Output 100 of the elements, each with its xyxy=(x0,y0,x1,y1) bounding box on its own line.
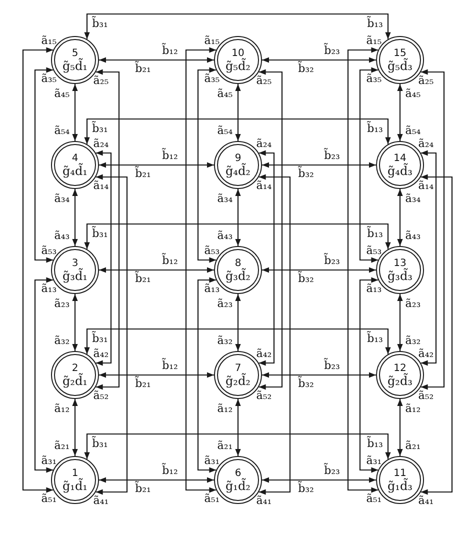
rate-label: b̃₃₂ xyxy=(297,168,315,180)
rate-label: ã₃₂ xyxy=(404,335,422,347)
double-arrow xyxy=(96,174,128,495)
double-arrow xyxy=(72,84,78,141)
double-arrow xyxy=(185,47,216,493)
double-arrow xyxy=(235,399,241,456)
rate-label: b̃₁₂ xyxy=(161,150,179,162)
rate-label: ã₃₂ xyxy=(216,335,234,347)
rate-label: b̃₁₂ xyxy=(161,465,179,477)
state-number: 15 xyxy=(394,48,406,58)
state-number: 6 xyxy=(234,468,242,478)
double-arrow xyxy=(84,433,391,460)
rate-label: b̃₂₁ xyxy=(134,483,152,495)
double-arrow xyxy=(397,399,403,456)
double-arrow xyxy=(72,189,78,246)
state-number: 10 xyxy=(232,48,244,58)
rate-label: b̃₃₁ xyxy=(91,438,109,450)
double-arrow xyxy=(258,174,291,495)
double-arrow xyxy=(84,328,391,354)
state-number: 3 xyxy=(72,258,78,268)
rate-label: b̃₃₂ xyxy=(297,63,315,75)
rate-label: ã₃₄ xyxy=(404,193,422,205)
double-arrow xyxy=(235,294,241,351)
rate-label: b̃₂₁ xyxy=(134,63,152,75)
double-arrow xyxy=(397,84,403,141)
state-label: g̃₁d̃₂ xyxy=(226,480,250,492)
double-arrow xyxy=(84,223,391,250)
state-number: 4 xyxy=(72,154,78,164)
rate-label: ã₂₃ xyxy=(404,298,422,310)
double-arrow xyxy=(262,162,376,168)
double-arrow xyxy=(397,294,403,351)
state-label: g̃₅d̃₁ xyxy=(62,60,88,72)
double-arrow xyxy=(197,67,216,263)
rate-label: b̃₂₃ xyxy=(323,255,341,267)
state-number: 5 xyxy=(72,48,78,58)
rate-label: ã₂₃ xyxy=(53,298,71,310)
double-arrow xyxy=(99,57,214,63)
double-arrow xyxy=(34,67,54,263)
rate-label: b̃₁₃ xyxy=(366,438,384,450)
rate-label: ã₅₄ xyxy=(404,125,422,137)
rate-label: ã₄₃ xyxy=(404,230,422,242)
rate-label: b̃₃₁ xyxy=(91,228,109,240)
rate-label: b̃₃₁ xyxy=(91,123,109,135)
double-arrow xyxy=(96,150,112,366)
rate-label: b̃₂₁ xyxy=(134,168,152,180)
double-arrow xyxy=(99,372,214,378)
state-number: 1 xyxy=(72,468,78,478)
double-arrow xyxy=(262,477,376,483)
rate-label: b̃₁₂ xyxy=(161,255,179,267)
state-number: 2 xyxy=(72,364,78,374)
rate-label: ã₄₅ xyxy=(53,88,71,100)
state-label: g̃₄d̃₃ xyxy=(388,164,412,176)
double-arrow xyxy=(397,189,403,246)
double-arrow xyxy=(258,150,275,366)
state-number: 12 xyxy=(394,364,406,374)
rate-label: b̃₂₁ xyxy=(134,378,152,390)
rate-label: ã₄₅ xyxy=(216,88,234,100)
double-arrow xyxy=(420,174,453,495)
rate-label: b̃₁₃ xyxy=(366,18,384,30)
rate-label: ã₃₄ xyxy=(216,193,234,205)
double-arrow xyxy=(262,57,376,63)
double-arrow xyxy=(359,277,378,473)
double-arrow xyxy=(96,69,120,390)
state-label: g̃₅d̃₃ xyxy=(388,60,412,72)
state-label: g̃₄d̃₁ xyxy=(62,164,88,176)
rate-label: b̃₃₁ xyxy=(91,18,109,30)
double-arrow xyxy=(99,477,214,483)
rate-label: b̃₂₃ xyxy=(323,465,341,477)
rate-label: ã₃₄ xyxy=(53,193,71,205)
double-arrow xyxy=(99,267,214,273)
state-label: g̃₂d̃₁ xyxy=(62,374,88,386)
double-arrow xyxy=(34,277,54,473)
state-number: 13 xyxy=(394,258,406,268)
rate-label: b̃₃₂ xyxy=(297,378,315,390)
double-arrow xyxy=(359,67,378,263)
rate-label: ã₂₁ xyxy=(216,440,234,452)
double-arrow xyxy=(72,294,78,351)
double-arrow xyxy=(262,267,376,273)
state-label: g̃₁d̃₃ xyxy=(388,480,412,492)
rate-label: ã₂₁ xyxy=(404,440,422,452)
rate-label: ã₄₃ xyxy=(216,230,234,242)
double-arrow xyxy=(84,118,391,144)
rate-label: b̃₂₃ xyxy=(323,150,341,162)
state-number: 11 xyxy=(394,468,406,478)
double-arrow xyxy=(347,47,378,493)
rate-label: b̃₂₁ xyxy=(134,273,152,285)
rate-label: b̃₁₃ xyxy=(366,123,384,135)
rate-label: b̃₁₃ xyxy=(366,228,384,240)
rate-label: ã₃₂ xyxy=(53,335,71,347)
state-label: g̃₅d̃₂ xyxy=(226,60,250,72)
state-label: g̃₂d̃₂ xyxy=(226,374,250,386)
rate-label: b̃₃₁ xyxy=(91,333,109,345)
rate-label: ã₁₂ xyxy=(53,403,71,415)
rate-label: b̃₁₂ xyxy=(161,45,179,57)
double-arrow xyxy=(197,277,216,473)
rate-label: ã₂₁ xyxy=(53,440,71,452)
state-number: 9 xyxy=(234,154,242,164)
rate-label: ã₅₄ xyxy=(53,125,71,137)
rate-label: ã₅₄ xyxy=(216,125,234,137)
state-label: g̃₄d̃₂ xyxy=(226,164,250,176)
